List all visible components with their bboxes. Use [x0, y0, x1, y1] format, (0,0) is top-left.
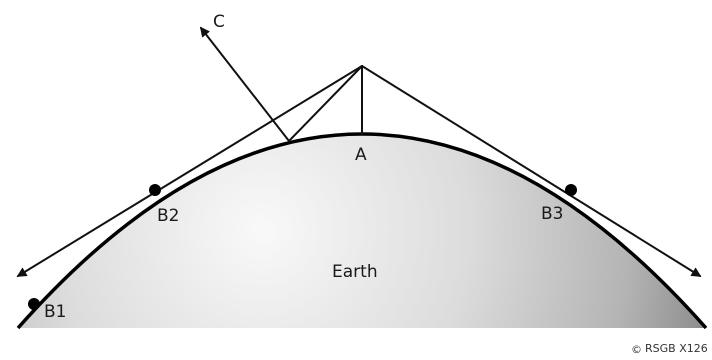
point-b1: [28, 298, 40, 310]
label-earth: Earth: [332, 262, 378, 282]
label-b1: B1: [44, 302, 66, 322]
copyright-credit: RSGB X126: [645, 342, 708, 355]
copyright-symbol: ©: [631, 343, 642, 356]
tangent-ray-left: [16, 65, 363, 277]
label-a: A: [355, 145, 367, 165]
label-b2: B2: [157, 206, 179, 226]
label-b3: B3: [541, 204, 563, 224]
ray-apex-to-surface: [288, 65, 363, 142]
ray-to-c: [199, 26, 290, 142]
point-b2: [149, 184, 161, 196]
tangent-ray-right: [361, 65, 702, 277]
label-c: C: [213, 12, 225, 32]
point-b3: [565, 184, 577, 196]
